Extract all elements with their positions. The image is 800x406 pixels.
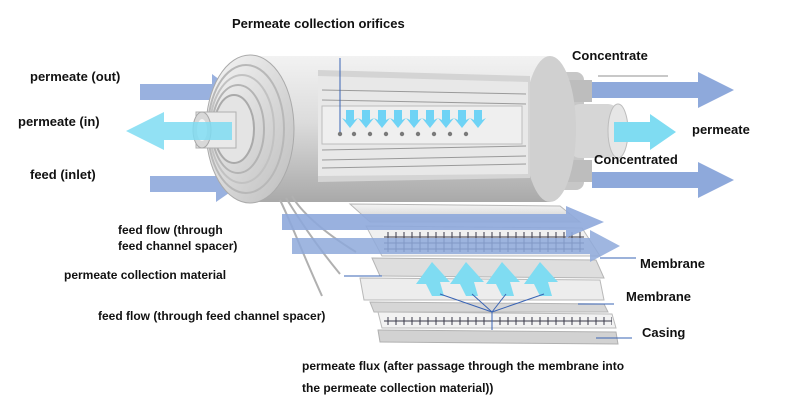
- diagram-title: Permeate collection orifices: [232, 16, 405, 31]
- feed-flow-arrows: [282, 206, 620, 262]
- label-feed-flow-bottom: feed flow (through feed channel spacer): [98, 309, 326, 323]
- arrow-concentrated: [592, 162, 734, 198]
- label-feed-flow-top-line1: feed flow (through: [118, 223, 223, 237]
- permeate-flux-arrows: [416, 262, 558, 296]
- label-casing: Casing: [642, 325, 686, 340]
- label-permeate-collection-material: permeate collection material: [64, 268, 227, 282]
- label-permeate-flux-line1: permeate flux (after passage through the…: [302, 359, 625, 373]
- label-permeate-in: permeate (in): [18, 114, 100, 129]
- label-permeate-flux-line2: the permeate collection material)): [302, 381, 494, 395]
- arrow-permeate-in: [126, 112, 232, 150]
- orifice-arrows: [342, 110, 486, 128]
- arrow-permeate-right: [614, 114, 676, 150]
- label-concentrate: Concentrate: [572, 48, 648, 63]
- arrow-concentrate: [592, 72, 734, 108]
- label-feed-flow-top-line2: feed channel spacer): [118, 239, 238, 253]
- label-membrane-1: Membrane: [640, 256, 706, 271]
- label-concentrated: Concentrated: [594, 152, 678, 167]
- label-membrane-2: Membrane: [626, 289, 692, 304]
- front-end-cap: [192, 54, 295, 204]
- flux-pointer-lines: [439, 293, 545, 330]
- cylinder-body: [250, 56, 576, 202]
- label-permeate-out: permeate (out): [30, 69, 121, 84]
- label-permeate-right: permeate: [692, 122, 750, 137]
- leader-lines: [344, 257, 636, 339]
- label-feed-inlet: feed (inlet): [30, 167, 96, 182]
